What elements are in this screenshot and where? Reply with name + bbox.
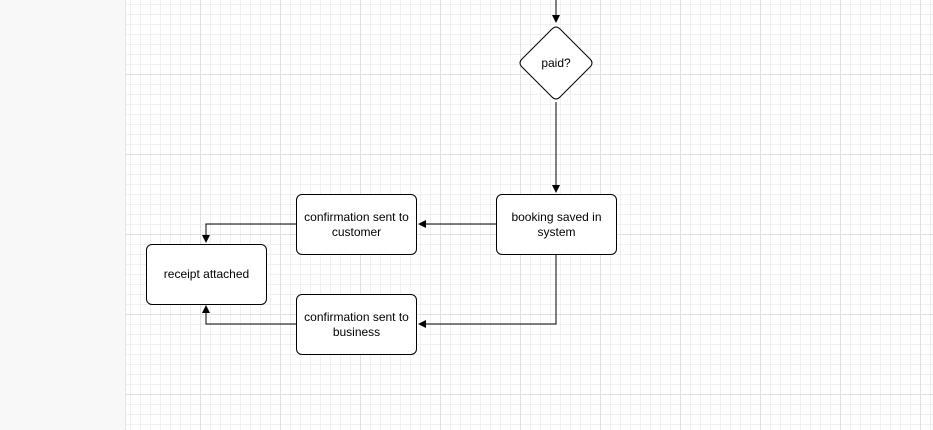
left-panel <box>0 0 126 430</box>
node-confirmation-customer[interactable]: confirmation sent to customer <box>296 194 417 255</box>
paid-diamond-shape[interactable] <box>519 26 593 100</box>
node-confirmation-business[interactable]: confirmation sent to business <box>296 294 417 355</box>
edge-confirmation-customer-to-receipt[interactable] <box>202 223 296 243</box>
node-paid-label: paid? <box>541 56 571 70</box>
edge-booking-to-confirmation-business[interactable] <box>418 254 557 328</box>
node-receipt-attached[interactable]: receipt attached <box>146 244 267 305</box>
edge-confirmation-business-to-receipt[interactable] <box>202 305 296 325</box>
node-booking-saved[interactable]: booking saved in system <box>496 194 617 255</box>
